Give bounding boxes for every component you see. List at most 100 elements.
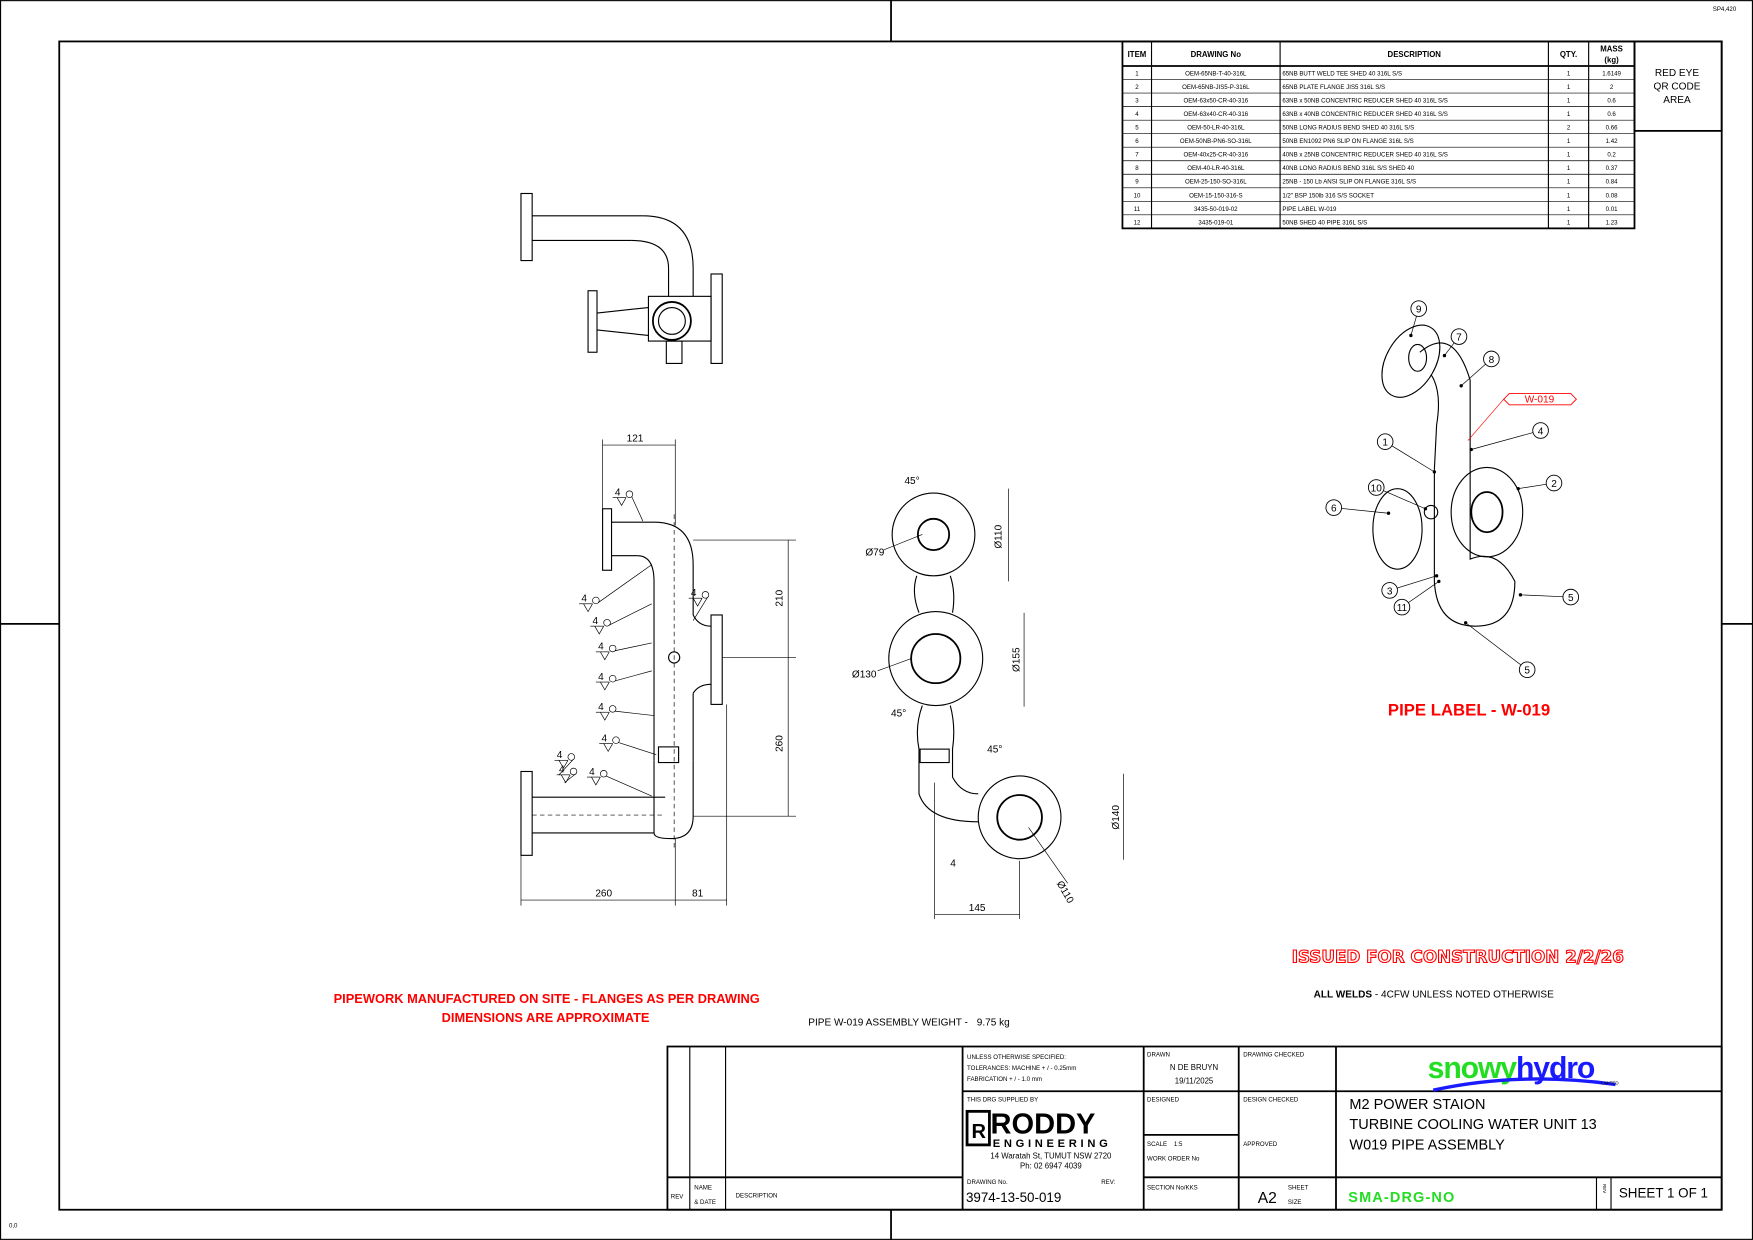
balloon-item-5: 5 — [1464, 621, 1536, 679]
svg-text:Ø155: Ø155 — [1012, 647, 1023, 672]
bom-row: 7 OEM-40x25-CR-40-316 40NB x 25NB CONCENTR… — [1122, 146, 1635, 159]
bom-cell-drawing_no: OEM-40-LR-40-316L — [1187, 165, 1245, 172]
svg-text:LIMITED: LIMITED — [1601, 1081, 1619, 1086]
svg-text:Ø110: Ø110 — [1054, 879, 1076, 905]
svg-text:DRAWING CHECKED: DRAWING CHECKED — [1243, 1052, 1305, 1059]
bom-cell-mass: 2 — [1610, 84, 1614, 91]
bom-cell-mass: 0.6 — [1607, 111, 1616, 118]
svg-text:4: 4 — [557, 750, 563, 761]
svg-text:4: 4 — [589, 767, 595, 778]
weld-symbol: 4 — [599, 733, 657, 756]
svg-text:W-019: W-019 — [1525, 395, 1555, 406]
svg-text:4: 4 — [1538, 426, 1544, 437]
bom-header-drawing_no: DRAWING No — [1191, 50, 1242, 59]
svg-text:1: 1 — [1382, 438, 1388, 449]
bom-cell-mass: 0.08 — [1606, 192, 1619, 199]
bom-cell-description: 63NB x 40NB CONCENTRIC REDUCER SHED 40 3… — [1282, 111, 1448, 118]
weld-symbol: 4 — [590, 603, 652, 635]
weld-symbol: 4 — [556, 765, 578, 784]
balloon-item-9: 9 — [1409, 300, 1427, 338]
title-block: REV NAME & DATE DESCRIPTION UNLESS OTHER… — [666, 1045, 1723, 1211]
svg-text:& DATE: & DATE — [694, 1199, 716, 1206]
svg-text:NAME: NAME — [694, 1185, 712, 1192]
svg-text:4: 4 — [581, 594, 587, 605]
svg-text:SIZE: SIZE — [1288, 1199, 1302, 1206]
bom-cell-description: 65NB PLATE FLANGE JIS5 316L S/S — [1282, 84, 1385, 91]
balloon-item-2: 2 — [1516, 474, 1563, 492]
svg-text:REV: REV — [671, 1194, 685, 1201]
svg-text:Ø79: Ø79 — [865, 548, 884, 559]
bom-cell-item: 2 — [1135, 84, 1139, 91]
bom-cell-qty: 1 — [1567, 219, 1571, 226]
svg-text:45°: 45° — [987, 744, 1002, 755]
svg-text:WORK ORDER No: WORK ORDER No — [1147, 1156, 1200, 1163]
bom-cell-mass: 1.6149 — [1602, 71, 1621, 78]
svg-text:DESCRIPTION: DESCRIPTION — [736, 1192, 778, 1199]
balloon-item-4: 4 — [1469, 422, 1549, 452]
svg-text:Ø140: Ø140 — [1111, 805, 1122, 830]
side-view: Ø110 Ø155 Ø140 Ø79 Ø130 45° 45° 45° Ø110… — [852, 476, 1124, 920]
svg-text:4: 4 — [950, 859, 956, 870]
svg-text:7: 7 — [1456, 333, 1462, 344]
balloon-item-6: 6 — [1325, 499, 1391, 516]
bom-cell-description: PIPE LABEL W-019 — [1282, 206, 1337, 213]
sheet-code: SP4,420 — [1713, 6, 1737, 13]
svg-text:APPROVED: APPROVED — [1243, 1141, 1278, 1148]
svg-text:8: 8 — [1489, 355, 1495, 366]
bom-cell-qty: 1 — [1567, 206, 1571, 213]
svg-text:DRAWN: DRAWN — [1147, 1052, 1170, 1059]
bom-cell-item: 12 — [1134, 219, 1141, 226]
svg-text:19/11/2025: 19/11/2025 — [1175, 1076, 1214, 1085]
svg-text:4: 4 — [691, 588, 697, 599]
bom-cell-qty: 1 — [1567, 165, 1571, 172]
svg-text:4: 4 — [598, 672, 604, 683]
assembly-weight: PIPE W-019 ASSEMBLY WEIGHT -9.75 kg — [808, 1017, 1009, 1028]
svg-text:REV: REV — [1602, 1184, 1607, 1193]
bom-cell-item: 4 — [1135, 111, 1139, 118]
balloon-item-11: 11 — [1393, 579, 1441, 616]
svg-text:5: 5 — [1568, 593, 1574, 604]
bom-cell-drawing_no: OEM-15-150-316-S — [1189, 192, 1242, 199]
bom-cell-mass: 0.66 — [1606, 125, 1619, 132]
svg-text:2: 2 — [1551, 479, 1557, 490]
bom-cell-description: 65NB BUTT WELD TEE SHED 40 316L S/S — [1282, 71, 1402, 78]
balloon-item-10: 10 — [1367, 479, 1428, 511]
svg-text:4: 4 — [559, 765, 565, 776]
site-note-2: DIMENSIONS ARE APPROXIMATE — [442, 1010, 650, 1025]
bom-cell-mass: 1.23 — [1606, 219, 1619, 226]
bom-cell-description: 1/2" BSP 150lb 316 S/S SOCKET — [1282, 192, 1374, 199]
dim-260-vertical: 260 — [775, 735, 786, 752]
svg-text:TURBINE COOLING WATER UNIT 13: TURBINE COOLING WATER UNIT 13 — [1349, 1117, 1596, 1133]
bom-cell-drawing_no: OEM-40x25-CR-40-316 — [1183, 152, 1248, 159]
bom-cell-item: 7 — [1135, 152, 1139, 159]
balloon-item-3: 3 — [1381, 574, 1439, 599]
sma-drawing-number: SMA-DRG-NO — [1348, 1190, 1455, 1206]
svg-text:FABRICATION + / - 1.0 mm: FABRICATION + / - 1.0 mm — [967, 1076, 1042, 1083]
bom-cell-item: 10 — [1134, 192, 1141, 199]
pipe-label-caption: PIPE LABEL - W-019 — [1388, 701, 1550, 720]
svg-text:45°: 45° — [904, 476, 919, 487]
bom-cell-drawing_no: OEM-63x50-CR-40-316 — [1183, 98, 1248, 105]
weld-symbol: 4 — [612, 487, 644, 522]
bom-cell-qty: 1 — [1567, 84, 1571, 91]
bom-cell-item: 1 — [1135, 71, 1139, 78]
bom-cell-description: 40NB x 25NB CONCENTRIC REDUCER SHED 40 3… — [1282, 152, 1448, 159]
svg-text:QR CODE: QR CODE — [1654, 82, 1701, 93]
bom-header-item: ITEM — [1128, 50, 1147, 59]
bom-cell-description: 25NB - 150 Lb ANSI SLIP ON FLANGE 316L S… — [1282, 179, 1416, 186]
svg-text:4: 4 — [598, 642, 604, 653]
bom-cell-item: 11 — [1134, 206, 1141, 213]
bom-cell-mass: 0.37 — [1606, 165, 1619, 172]
isometric-view: 9 7 8 4 1 2 106 311 5 5 W-019 PIPE LABEL - W-019 — [1325, 300, 1580, 720]
svg-text:Ph: 02 6947 4039: Ph: 02 6947 4039 — [1020, 1161, 1082, 1170]
svg-text:TOLERANCES: MACHINE + / - 0.25: TOLERANCES: MACHINE + / - 0.25mm — [967, 1065, 1076, 1072]
welds-note: ALL WELDS - 4CFW UNLESS NOTED OTHERWISE — [1314, 989, 1555, 1000]
